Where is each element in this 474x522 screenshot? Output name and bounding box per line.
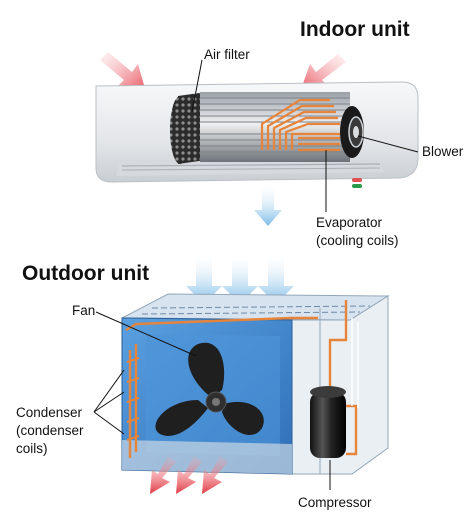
cool-air-arrow-icon bbox=[186, 254, 222, 304]
blower bbox=[340, 106, 364, 158]
evaporator-label: Evaporator bbox=[316, 215, 383, 230]
compressor-label: Compressor bbox=[298, 495, 372, 510]
condenser-sublabel-1: (condenser bbox=[16, 423, 84, 438]
air-filter bbox=[170, 92, 206, 164]
evaporator-coils bbox=[260, 98, 340, 152]
air-filter-label: Air filter bbox=[204, 47, 250, 62]
fan bbox=[155, 342, 264, 436]
outdoor-unit-title: Outdoor unit bbox=[22, 262, 150, 285]
condenser-sublabel-2: coils) bbox=[16, 441, 48, 456]
indoor-unit-title: Indoor unit bbox=[300, 18, 410, 41]
air-inflow-arrow-icon bbox=[100, 52, 146, 92]
evaporator-sublabel: (cooling coils) bbox=[316, 233, 399, 248]
leader-lines-outdoor bbox=[93, 311, 331, 490]
blower-label: Blower bbox=[422, 144, 464, 159]
air-inflow-arrow-icon bbox=[300, 54, 346, 92]
leader-lines-indoor bbox=[191, 59, 419, 212]
cool-air-arrow-icon bbox=[222, 254, 258, 304]
compressor bbox=[310, 300, 359, 458]
condenser-label: Condenser bbox=[16, 405, 83, 420]
outdoor-unit-box bbox=[121, 293, 390, 475]
cool-air-arrow-icon bbox=[258, 254, 294, 304]
fan-label: Fan bbox=[72, 303, 96, 318]
cool-air-arrow-icon bbox=[254, 184, 282, 226]
hot-air-arrow-icon bbox=[150, 456, 176, 494]
hot-air-arrow-icon bbox=[202, 456, 228, 494]
hot-air-arrow-icon bbox=[176, 456, 202, 494]
